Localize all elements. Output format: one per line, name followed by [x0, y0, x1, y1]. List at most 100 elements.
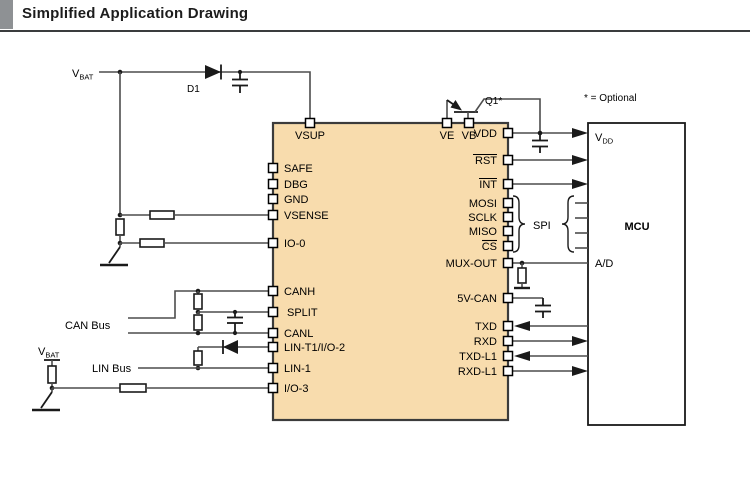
arrow-vdd: [572, 128, 588, 138]
page-header: Simplified Application Drawing: [0, 0, 750, 30]
vdd-net: [513, 128, 588, 153]
pin-label-io3: I/O-3: [284, 383, 308, 395]
pin-split: [267, 306, 279, 318]
arrow-txdl1: [514, 351, 530, 361]
capacitor-5vcan: [535, 298, 551, 318]
muxout-net: [513, 260, 588, 290]
capacitor-vsup: [232, 69, 248, 93]
mcu-vdd-label: VDD: [595, 132, 614, 146]
pin-txdl1: [502, 350, 514, 362]
spi-group: SPI: [512, 195, 588, 253]
spi-brace-left: [512, 195, 526, 253]
vbat-io3-network: VBAT: [32, 346, 268, 412]
pin-canh: [267, 285, 279, 297]
switch-io0: [100, 243, 128, 267]
arrow-rxd: [572, 336, 588, 346]
diode-lin: [223, 340, 238, 354]
resistor-io0: [139, 238, 165, 248]
capacitor-split: [227, 309, 243, 336]
pin-label-vdd: VDD: [474, 128, 497, 140]
pin-vb: [463, 117, 475, 129]
arrow-rst: [572, 155, 588, 165]
resistor-muxout: [517, 267, 527, 284]
pin-io0: [267, 237, 279, 249]
pin-vdd: [502, 127, 514, 139]
pin-dbg: [267, 178, 279, 190]
pin-label-miso: MISO: [469, 226, 498, 238]
page-title: Simplified Application Drawing: [22, 5, 249, 22]
pin-label-lint1: LIN-T1/I/O-2: [284, 342, 345, 354]
vsense-io0-network: [100, 210, 268, 267]
pin-canl: [267, 327, 279, 339]
pin-label-canl: CANL: [284, 328, 313, 340]
ic-top-pins: VSUP VE VB: [295, 117, 477, 142]
pin-vsense: [267, 209, 279, 221]
switch-io3: [32, 388, 60, 412]
mcu-name-label: MCU: [624, 221, 649, 233]
pin-5vcan: [502, 292, 514, 304]
header-divider: [0, 30, 750, 32]
can-bus-label: CAN Bus: [65, 320, 111, 332]
pin-label-rxd: RXD: [474, 336, 497, 348]
lin-bus-network: LIN Bus: [92, 340, 268, 375]
spi-label: SPI: [533, 220, 551, 232]
spi-brace-right: [561, 195, 575, 253]
pin-rst: [502, 154, 514, 166]
pin-label-gnd: GND: [284, 194, 309, 206]
rst-int-nets: [513, 155, 588, 189]
resistor-canh-split: [193, 293, 203, 310]
arrow-txd: [514, 321, 530, 331]
mcu-body: [587, 122, 686, 426]
pin-cs: [502, 240, 514, 252]
mcu-ad-label: A/D: [595, 258, 613, 270]
pin-ve: [441, 117, 453, 129]
header-accent-square: [0, 0, 13, 29]
vbat-top-label: VBAT: [72, 68, 94, 82]
arrow-rxdl1: [572, 366, 588, 376]
pin-label-rxdl1: RXD-L1: [458, 366, 497, 378]
pin-label-safe: SAFE: [284, 163, 313, 175]
pin-muxout: [502, 257, 514, 269]
pin-label-ve: VE: [440, 130, 455, 142]
diode-d1-label: D1: [187, 84, 200, 95]
pin-gnd: [267, 193, 279, 205]
pin-rxd: [502, 335, 514, 347]
pin-label-lin1: LIN-1: [284, 363, 311, 375]
pin-label-vb: VB: [462, 130, 477, 142]
pin-rxdl1: [502, 365, 514, 377]
pin-label-rst: RST: [475, 155, 497, 167]
resistor-io3: [119, 383, 147, 393]
pin-lint1: [267, 341, 279, 353]
pin-label-cs: CS: [482, 241, 497, 253]
pin-label-vsup: VSUP: [295, 130, 325, 142]
resistor-vbat-pullup: [47, 365, 57, 384]
pin-miso: [502, 225, 514, 237]
pin-label-mosi: MOSI: [469, 198, 497, 210]
transceiver-ic-body: [271, 121, 510, 422]
pin-vsup: [304, 117, 316, 129]
capacitor-vdd: [532, 133, 548, 153]
pin-label-vsense: VSENSE: [284, 210, 329, 222]
pin-label-canh: CANH: [284, 286, 315, 298]
pin-label-split: SPLIT: [287, 307, 318, 319]
pin-label-io0: IO-0: [284, 238, 305, 250]
pin-safe: [267, 162, 279, 174]
resistor-vsense: [149, 210, 175, 220]
ic-left-pins: SAFE DBG GND VSENSE IO-0 CANH SPLIT CANL…: [267, 162, 345, 395]
pin-io3: [267, 382, 279, 394]
resistor-split-canl: [193, 314, 203, 331]
resistor-lin: [193, 350, 203, 366]
pin-lin1: [267, 362, 279, 374]
vbat-bottom-label: VBAT: [38, 346, 60, 360]
pin-txd: [502, 320, 514, 332]
pin-label-muxout: MUX-OUT: [446, 258, 498, 270]
can5v-net: [513, 297, 551, 318]
pin-label-sclk: SCLK: [468, 212, 497, 224]
vbat-rail: VBAT D1: [72, 64, 311, 215]
lin-bus-label: LIN Bus: [92, 363, 132, 375]
pin-label-int: INT: [479, 179, 497, 191]
uart-nets: [513, 321, 588, 376]
pin-int: [502, 178, 514, 190]
transistor-q1-label: Q1*: [485, 96, 502, 107]
